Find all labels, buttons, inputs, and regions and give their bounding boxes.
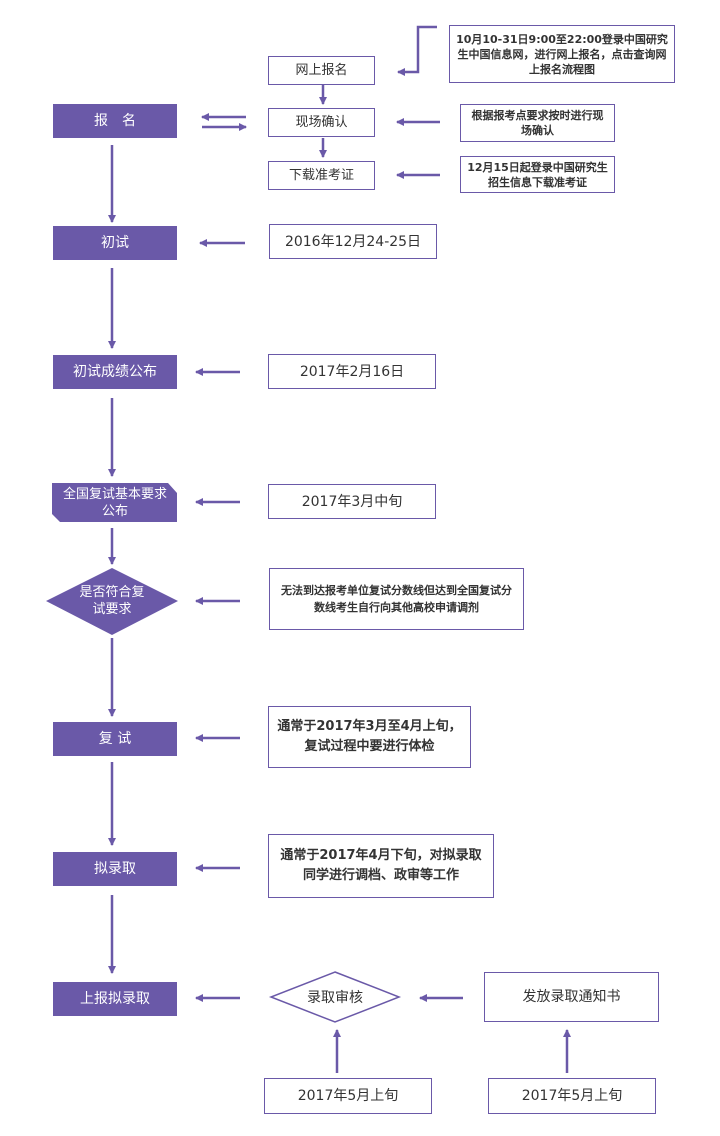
first-exam-date-box: 2016年12月24-25日 [269, 224, 437, 259]
online-registration-box: 网上报名 [268, 56, 375, 85]
onsite-confirmation-label: 现场确认 [295, 114, 348, 130]
onsite-note-box: 根据报考点要求按时进行现场确认 [460, 104, 615, 142]
pre-admission-label: 拟录取 [94, 861, 136, 877]
download-ticket-box: 下载准考证 [268, 161, 375, 190]
issue-notice-box: 发放录取通知书 [484, 972, 659, 1022]
results-date-text: 2017年2月16日 [299, 363, 405, 380]
notice-date-text: 2017年5月上旬 [521, 1088, 623, 1104]
review-date-text: 2017年5月上旬 [297, 1088, 399, 1104]
first-exam-label: 初试 [101, 235, 129, 251]
report-admission-label: 上报拟录取 [80, 991, 150, 1007]
download-ticket-label: 下载准考证 [288, 167, 354, 183]
eligibility-step: 是否符合复试要求 [76, 582, 148, 620]
report-admission-step: 上报拟录取 [53, 982, 177, 1016]
eligibility-diamond [46, 568, 178, 635]
requirements-box-shape [52, 483, 177, 522]
retest-note-text: 通常于2017年3月至4月上旬，复试过程中要进行体检 [277, 719, 462, 754]
retest-note-box: 通常于2017年3月至4月上旬，复试过程中要进行体检 [268, 706, 471, 768]
retest-step: 复 试 [53, 722, 177, 756]
review-date-box: 2017年5月上旬 [264, 1078, 432, 1114]
registration-label: 报 名 [94, 113, 136, 129]
onsite-note-text: 根据报考点要求按时进行现场确认 [471, 109, 604, 137]
admission-review-label-box: 录取审核 [281, 984, 389, 1010]
pre-admission-note-text: 通常于2017年4月下旬，对拟录取同学进行调档、政审等工作 [280, 848, 482, 883]
admission-review-diamond [268, 971, 402, 1023]
admission-review-label: 录取审核 [307, 990, 363, 1006]
ticket-note-text: 12月15日起登录中国研究生招生信息下载准考证 [467, 160, 608, 189]
arrow-note-online [397, 25, 437, 76]
results-date-box: 2017年2月16日 [268, 354, 436, 389]
requirements-date-box: 2017年3月中旬 [268, 484, 436, 519]
eligibility-note-text: 无法到达报考单位复试分数线但达到全国复试分数线考生自行向其他高校申请调剂 [281, 584, 512, 614]
eligibility-note-box: 无法到达报考单位复试分数线但达到全国复试分数线考生自行向其他高校申请调剂 [269, 568, 524, 630]
online-note-box: 10月10-31日9:00至22:00登录中国研究生中国信息网，进行网上报名，点… [449, 25, 675, 83]
issue-notice-text: 发放录取通知书 [522, 989, 621, 1005]
first-results-label: 初试成绩公布 [73, 364, 157, 380]
pre-admission-step: 拟录取 [53, 852, 177, 886]
ticket-note-box: 12月15日起登录中国研究生招生信息下载准考证 [460, 156, 615, 193]
first-exam-step: 初试 [53, 226, 177, 260]
retest-requirements-step: 全国复试基本要求公布 [58, 485, 172, 521]
requirements-date-text: 2017年3月中旬 [301, 493, 403, 510]
first-exam-date-text: 2016年12月24-25日 [284, 233, 422, 250]
eligibility-label: 是否符合复试要求 [79, 585, 145, 617]
retest-requirements-label: 全国复试基本要求公布 [62, 487, 167, 519]
onsite-confirmation-box: 现场确认 [268, 108, 375, 137]
online-note-text: 10月10-31日9:00至22:00登录中国研究生中国信息网，进行网上报名，点… [456, 32, 668, 76]
retest-label: 复 试 [98, 731, 132, 747]
registration-step: 报 名 [53, 104, 177, 138]
first-results-step: 初试成绩公布 [53, 355, 177, 389]
online-registration-label: 网上报名 [295, 62, 348, 78]
notice-date-box: 2017年5月上旬 [488, 1078, 656, 1114]
pre-admission-note-box: 通常于2017年4月下旬，对拟录取同学进行调档、政审等工作 [268, 834, 494, 898]
